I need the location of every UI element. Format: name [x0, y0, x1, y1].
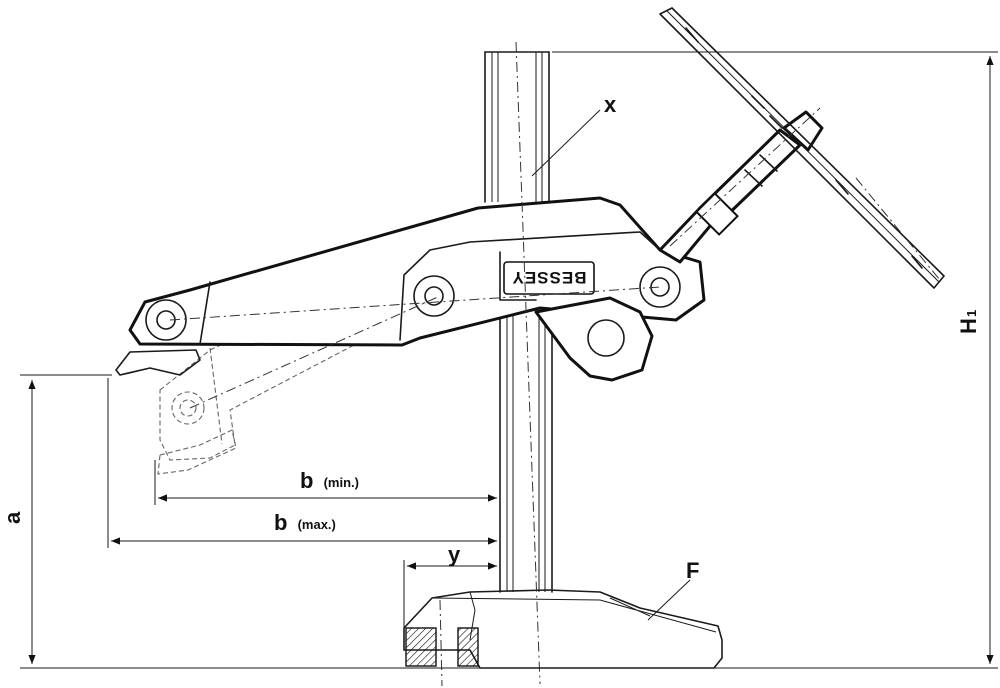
label-b-max-letter: b: [274, 510, 287, 535]
leader-x: [531, 109, 601, 177]
leader-f: [647, 579, 691, 621]
column-bar: [484, 51, 553, 593]
label-a: a: [0, 511, 25, 524]
label-h1: H 1: [956, 310, 981, 334]
lower-link: [534, 296, 654, 382]
label-y: y: [448, 542, 461, 567]
label-h1-sub: 1: [964, 310, 979, 317]
label-f: F: [686, 558, 699, 583]
centerlines: [169, 41, 941, 687]
label-b-max: b (max.): [274, 510, 336, 535]
label-b-min: b (min.): [300, 468, 359, 493]
brand-plate: BESSEY: [503, 261, 595, 295]
brand-label: BESSEY: [512, 268, 587, 287]
spindle: [658, 110, 824, 264]
t-handle: [659, 7, 945, 289]
dimension-lines: [20, 51, 998, 669]
label-b-min-suffix: (min.): [324, 475, 359, 490]
label-x: x: [604, 92, 617, 117]
label-b-min-letter: b: [300, 468, 313, 493]
base-plate: [403, 589, 723, 669]
label-h1-main: H: [956, 318, 981, 334]
label-b-max-suffix: (max.): [298, 517, 336, 532]
